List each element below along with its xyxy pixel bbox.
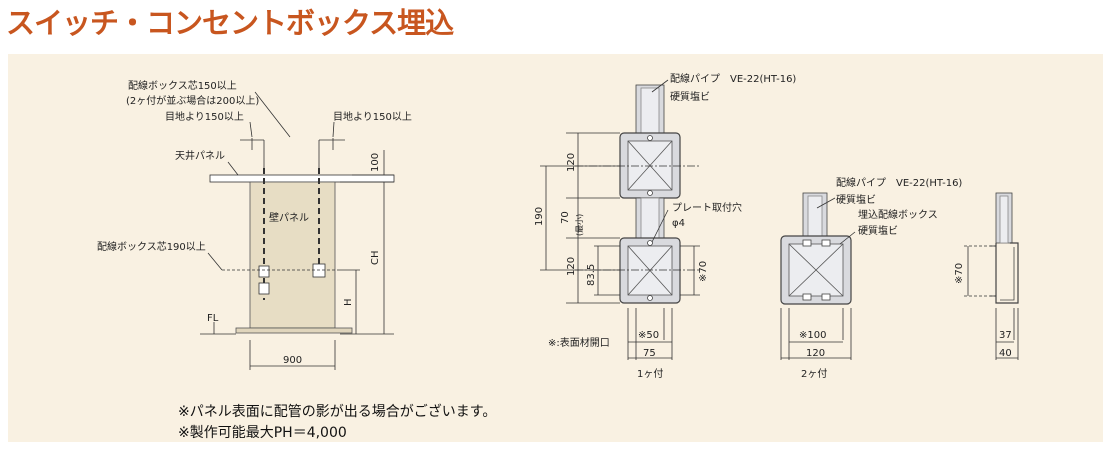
label-box-center: 配線ボックス芯150以上 xyxy=(128,79,237,92)
outlet-box-right xyxy=(312,263,326,278)
label-joint-left: 目地より150以上 xyxy=(165,110,244,123)
dim-100: 100 xyxy=(370,153,381,172)
label-plate-hole: プレート取付穴 xyxy=(672,201,742,214)
label-embed-box: 埋込配線ボックス xyxy=(858,208,938,221)
wall-panel xyxy=(249,181,336,329)
page-title: スイッチ・コンセントボックス埋込 xyxy=(6,6,454,40)
note-shadow: ※パネル表面に配管の影が出る場合がございます。 xyxy=(178,404,497,420)
label-pipe-material-2gang: 硬質塩ビ xyxy=(836,193,876,206)
caption-2gang: 2ヶ付 xyxy=(801,367,827,380)
dim-37: 37 xyxy=(999,330,1012,341)
label-pipe-material-mid: 硬質塩ビ xyxy=(670,90,710,103)
dim-120-2gang: 120 xyxy=(806,348,825,359)
dim-75: 75 xyxy=(643,348,656,359)
diagram-panel: 配線ボックス芯150以上 (2ヶ付が並ぶ場合は200以上) 目地より150以上 … xyxy=(8,54,1103,442)
label-joint-right: 目地より150以上 xyxy=(333,110,412,123)
middle-diagram xyxy=(540,79,700,360)
caption-1gang: 1ヶ付 xyxy=(637,367,663,380)
dim-70: 70 xyxy=(560,211,571,224)
dim-x50: ※50 xyxy=(638,330,659,341)
dim-h: H xyxy=(343,298,354,306)
outlet-box-left-lower xyxy=(258,282,270,295)
dim-120-bottom: 120 xyxy=(566,257,577,276)
note-max-ph: ※製作可能最大PH＝4,000 xyxy=(178,425,347,441)
dim-83-5: 83.5 xyxy=(586,264,597,286)
dim-70-note: (最小) xyxy=(575,214,584,236)
label-phi4: φ4 xyxy=(672,218,685,229)
label-ceiling: 天井パネル xyxy=(175,149,225,162)
side-diagram xyxy=(964,192,1019,360)
diagram-canvas: 配線ボックス芯150以上 (2ヶ付が並ぶ場合は200以上) 目地より150以上 … xyxy=(97,72,1019,380)
dim-190: 190 xyxy=(534,207,545,226)
dim-x70-mid: ※70 xyxy=(698,261,709,282)
label-box-center-note: (2ヶ付が並ぶ場合は200以上) xyxy=(126,94,259,107)
dim-120-top: 120 xyxy=(566,153,577,172)
label-embed-material: 硬質塩ビ xyxy=(858,224,898,237)
floor-band xyxy=(235,327,353,334)
left-diagram xyxy=(200,91,395,370)
dim-x100: ※100 xyxy=(799,330,826,341)
ceiling-panel xyxy=(209,174,395,183)
dim-ch: CH xyxy=(370,250,381,265)
note-surface-opening: ※:表面材開口 xyxy=(548,336,610,349)
dim-40: 40 xyxy=(999,348,1012,359)
right-diagram xyxy=(780,192,856,360)
label-wall: 壁パネル xyxy=(269,211,309,224)
label-fl: FL xyxy=(207,313,219,324)
label-box-190: 配線ボックス芯190以上 xyxy=(97,240,206,253)
outlet-box-left xyxy=(258,265,270,278)
dim-x70-side: ※70 xyxy=(954,263,965,284)
dim-900: 900 xyxy=(283,355,302,366)
label-pipe-mid: 配線パイプ VE-22(HT-16) xyxy=(670,72,796,85)
label-pipe-2gang: 配線パイプ VE-22(HT-16) xyxy=(836,176,962,189)
